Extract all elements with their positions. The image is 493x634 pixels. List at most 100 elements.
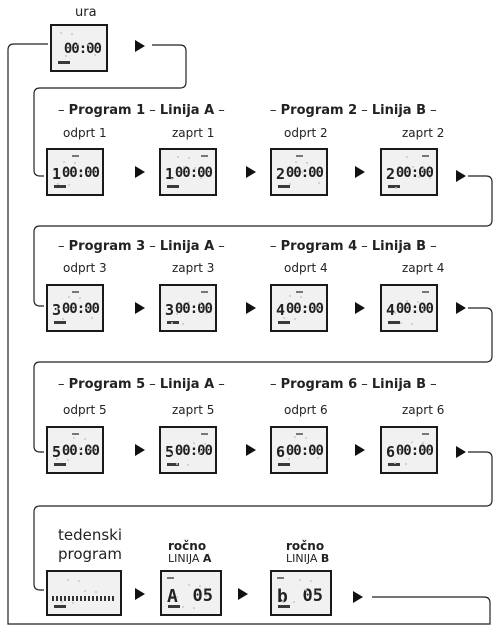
lcd-speck (67, 459, 69, 461)
program-header-3: – Program 3 – Linija A – (58, 239, 225, 254)
manual-b-line: LINIJA B (286, 552, 330, 565)
program-header-5: – Program 5 – Linija A – (58, 377, 225, 392)
lcd-speck (293, 601, 295, 603)
lcd-speck (312, 172, 314, 174)
step-label: zaprt 4 (402, 261, 445, 275)
arrow-right (456, 446, 466, 458)
lcd-speck (176, 313, 178, 315)
lcd-speck (311, 447, 313, 449)
lcd-speck (310, 580, 312, 582)
lcd-speck (182, 323, 184, 325)
connector-clock-to-row1 (33, 44, 187, 177)
lcd-speck (317, 307, 319, 309)
lcd-speck (199, 585, 201, 587)
step-label: zaprt 6 (402, 403, 445, 417)
program-display: 2 00:00 (270, 148, 328, 196)
lcd-speck (91, 317, 93, 319)
manual-a-display: A 05 (160, 570, 222, 616)
arrow-right (355, 166, 365, 178)
lcd-speck (429, 177, 431, 179)
manual-b-display: b 05 (270, 570, 332, 616)
lcd-speck (176, 463, 178, 465)
arrow-right (135, 588, 145, 600)
lcd-speck (171, 178, 173, 180)
lcd-speck (56, 308, 58, 310)
lcd-speck (188, 157, 190, 159)
lcd-speck (187, 464, 189, 466)
arrow-right (135, 444, 145, 456)
lcd-speck (282, 448, 284, 450)
step-label: zaprt 3 (172, 261, 215, 275)
lcd-speck (71, 33, 73, 35)
program-display: 2 00:00 (380, 148, 438, 196)
arrow-right (355, 444, 365, 456)
lcd-speck (193, 442, 195, 444)
lcd-speck (205, 595, 207, 597)
arrow-right (456, 170, 466, 182)
lcd-speck (194, 167, 196, 169)
lcd-speck (73, 437, 75, 439)
lcd-speck (95, 591, 97, 593)
lcd-speck (417, 301, 419, 303)
manual-b-title: ročno (286, 539, 325, 553)
step-label: odprt 6 (284, 403, 328, 417)
step-label: zaprt 2 (402, 126, 445, 140)
program-display: 4 00:00 (270, 284, 328, 332)
lcd-speck (418, 176, 420, 178)
lcd-speck (177, 156, 179, 158)
program-display: 3 00:00 (159, 284, 217, 332)
lcd-speck (294, 436, 296, 438)
lcd-speck (74, 162, 76, 164)
step-label: odprt 2 (284, 126, 328, 140)
lcd-speck (79, 297, 81, 299)
connector-row2-to-row3 (33, 307, 493, 453)
program-header-1: – Program 1 – Linija A – (58, 103, 225, 118)
lcd-speck (288, 458, 290, 460)
lcd-speck (300, 296, 302, 298)
lcd-speck (299, 579, 301, 581)
lcd-speck (400, 322, 402, 324)
lcd-speck (199, 302, 201, 304)
lcd-speck (77, 43, 79, 45)
lcd-speck (305, 437, 307, 439)
lcd-speck (423, 311, 425, 313)
lcd-speck (200, 177, 202, 179)
program-display: 3 00:00 (46, 284, 104, 332)
weekly-program-display (46, 570, 122, 616)
lcd-speck (65, 55, 67, 57)
program-header-6: – Program 6 – Linija B – (270, 377, 437, 392)
weekly-label-line1: tedenski (58, 526, 123, 544)
lcd-speck (422, 442, 424, 444)
lcd-speck (283, 317, 285, 319)
connector-row1-to-row2 (33, 175, 493, 307)
arrow-right (355, 302, 365, 314)
lcd-speck (79, 447, 81, 449)
lcd-speck (301, 171, 303, 173)
lcd-speck (182, 606, 184, 608)
program-display: 4 00:00 (380, 284, 438, 332)
lcd-speck (193, 607, 195, 609)
program-display: 6 00:00 (380, 426, 438, 474)
lcd-speck (56, 458, 58, 460)
lcd-speck (68, 184, 70, 186)
lcd-speck (317, 457, 319, 459)
lcd-speck (171, 322, 173, 324)
lcd-speck (84, 438, 86, 440)
lcd-speck (306, 162, 308, 164)
lcd-speck (423, 167, 425, 169)
weekly-label-line2: program (58, 545, 123, 563)
lcd-speck (199, 452, 201, 454)
arrow-right (246, 166, 256, 178)
lcd-speck (282, 600, 284, 602)
clock-label: ura (75, 5, 97, 20)
lcd-speck (61, 601, 63, 603)
step-label: odprt 5 (63, 403, 107, 417)
program-header-2: – Program 2 – Linija B – (270, 103, 437, 118)
lcd-speck (318, 182, 320, 184)
lcd-speck (399, 453, 401, 455)
connector-row3-to-row4 (33, 451, 493, 591)
lcd-speck (60, 32, 62, 34)
arrow-right (246, 444, 256, 456)
step-label: odprt 3 (63, 261, 107, 275)
